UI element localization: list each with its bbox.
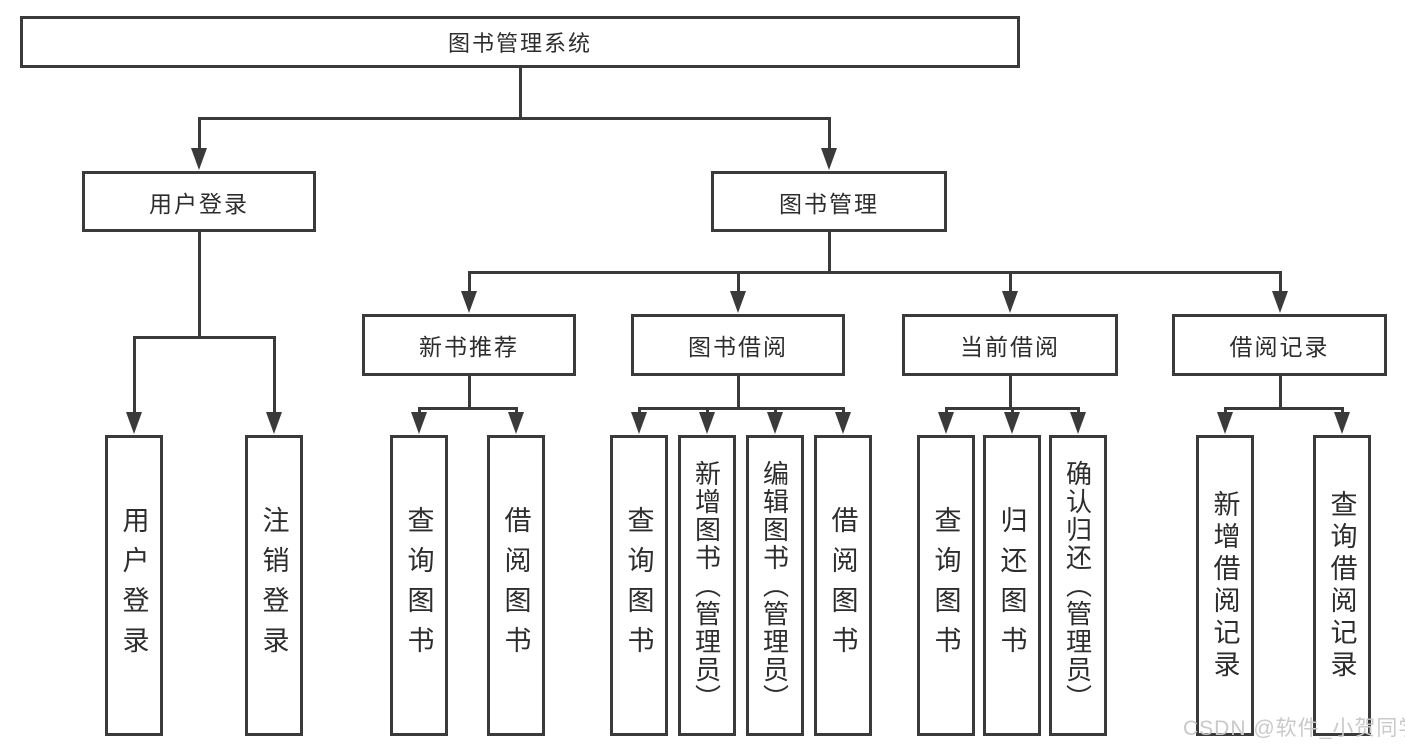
connector-arrow-down: [767, 412, 783, 434]
node-current-borrowing: 当前借阅: [902, 314, 1118, 376]
connector-line: [736, 271, 740, 296]
node-label: 用户登录: [118, 505, 149, 666]
connector-arrow-down: [126, 412, 142, 434]
node-label: 图书管理: [779, 190, 879, 217]
node-label: 用户登录: [149, 190, 249, 217]
connector-arrow-down: [938, 412, 954, 434]
node-label: 借阅记录: [1229, 334, 1330, 360]
node-label: 借阅图书: [500, 505, 531, 666]
node-label: 确认归还（管理员）: [1062, 459, 1093, 712]
connector-arrow-down: [461, 291, 477, 313]
node-label: 归还图书: [996, 505, 1027, 666]
node-label: 查询图书: [930, 505, 961, 666]
connector-arrow-down: [1272, 291, 1288, 313]
leaf-add-borrow-record: 新增借阅记录: [1196, 435, 1254, 736]
connector-arrow-down: [411, 412, 427, 434]
connector-line: [132, 336, 276, 339]
node-book-borrowing: 图书借阅: [631, 314, 845, 376]
connector-line: [417, 407, 518, 410]
watermark: CSDN @软件_小贺同学: [1183, 717, 1405, 740]
connector-arrow-down: [699, 412, 715, 434]
connector-arrow-down: [631, 412, 647, 434]
connector-line: [467, 376, 471, 410]
leaf-query-books-borrowing: 查询图书: [610, 435, 668, 736]
connector-line: [272, 336, 276, 417]
leaf-logout: 注销登录: [245, 435, 303, 736]
node-label: 查询图书: [623, 505, 654, 666]
connector-arrow-down: [1002, 291, 1018, 313]
leaf-query-books-current: 查询图书: [917, 435, 975, 736]
leaf-edit-books-admin: 编辑图书（管理员）: [746, 435, 804, 736]
node-label: 查询借阅记录: [1326, 489, 1357, 682]
node-label: 新书推荐: [419, 334, 519, 360]
connector-line: [132, 336, 136, 417]
connector-line: [1278, 376, 1282, 410]
node-book-management: 图书管理: [711, 171, 947, 232]
connector-arrow-down: [266, 412, 282, 434]
leaf-return-books: 归还图书: [983, 435, 1041, 736]
connector-line: [736, 376, 740, 410]
node-label: 新增图书（管理员）: [691, 459, 722, 712]
connector-arrow-down: [508, 412, 524, 434]
node-label: 当前借阅: [960, 334, 1060, 360]
connector-line: [1008, 271, 1012, 296]
leaf-confirm-return-admin: 确认归还（管理员）: [1049, 435, 1107, 736]
connector-arrow-down: [835, 412, 851, 434]
connector-line: [467, 271, 1282, 274]
leaf-add-books-admin: 新增图书（管理员）: [678, 435, 736, 736]
node-library-management-system: 图书管理系统: [20, 16, 1020, 68]
connector-line: [827, 117, 831, 153]
connector-line: [1008, 376, 1012, 410]
connector-line: [1278, 271, 1282, 296]
node-label: 编辑图书（管理员）: [759, 459, 790, 712]
connector-line: [827, 232, 831, 274]
leaf-borrow-books-recommend: 借阅图书: [487, 435, 545, 736]
connector-arrow-down: [1217, 412, 1233, 434]
connector-line: [518, 68, 522, 120]
connector-arrow-down: [1070, 412, 1086, 434]
node-borrowing-records: 借阅记录: [1172, 314, 1387, 376]
connector-line: [467, 271, 471, 296]
connector-line: [197, 117, 201, 153]
connector-line: [1223, 407, 1344, 410]
node-label: 新增借阅记录: [1209, 489, 1240, 682]
connector-arrow-down: [821, 148, 837, 170]
leaf-user-login: 用户登录: [105, 435, 163, 736]
connector-arrow-down: [1334, 412, 1350, 434]
connector-line: [197, 117, 831, 120]
connector-line: [197, 232, 201, 339]
leaf-borrow-books: 借阅图书: [814, 435, 872, 736]
leaf-query-books-recommend: 查询图书: [390, 435, 448, 736]
node-label: 注销登录: [258, 505, 289, 666]
node-label: 图书管理系统: [447, 31, 592, 56]
leaf-query-borrow-record: 查询借阅记录: [1313, 435, 1371, 736]
connector-arrow-down: [730, 291, 746, 313]
connector-arrow-down: [191, 148, 207, 170]
node-user-login: 用户登录: [82, 171, 316, 232]
node-label: 借阅图书: [827, 505, 858, 666]
node-new-book-recommendation: 新书推荐: [362, 314, 576, 376]
node-label: 查询图书: [403, 505, 434, 666]
node-label: 图书借阅: [688, 334, 788, 360]
connector-line: [637, 407, 845, 410]
connector-arrow-down: [1004, 412, 1020, 434]
